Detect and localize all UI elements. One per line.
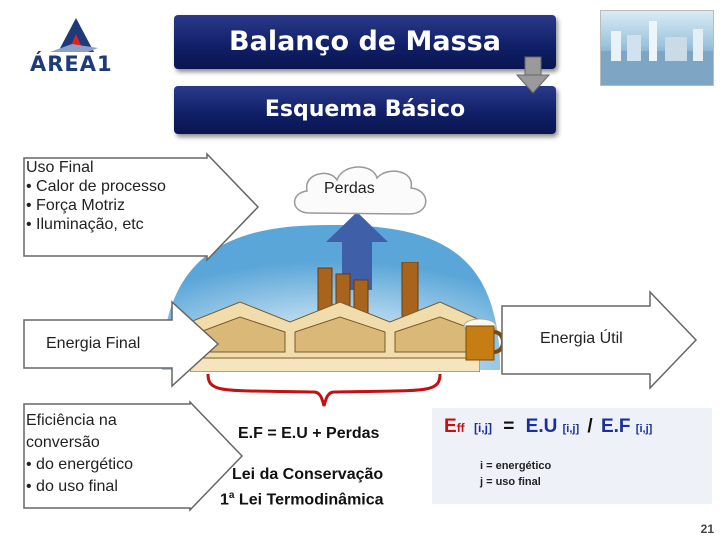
factory-photo — [600, 10, 714, 86]
efficiency-panel — [432, 408, 712, 504]
factory-icon — [190, 262, 480, 372]
logo-icon — [50, 18, 98, 52]
efficiency-note-i: i = energético — [480, 460, 552, 472]
down-arrow-icon — [515, 56, 551, 94]
eficiencia-line: Eficiência na — [26, 412, 117, 429]
energia-util-arrow — [501, 290, 698, 390]
uso-final-item: • Iluminação, etc — [26, 216, 144, 233]
logo-text: ÁREA1 — [30, 52, 113, 76]
uso-final-text: Uso Final • Calor de processo • Força Mo… — [26, 158, 166, 234]
uso-final-box — [23, 152, 260, 262]
uso-final-item: • Força Motriz — [26, 197, 125, 214]
energia-util-label: Energia Útil — [540, 330, 623, 347]
law-line-2: 1a Lei Termodinâmica — [220, 490, 384, 509]
slide-subtitle: Esquema Básico — [174, 86, 556, 134]
eficiencia-line: • do energético — [26, 456, 134, 473]
logo — [28, 14, 118, 80]
eficiencia-box — [23, 400, 244, 512]
uso-final-item: • Calor de processo — [26, 178, 166, 195]
eficiencia-text: Eficiência na conversão • do energético … — [26, 410, 133, 498]
losses-arrow-icon — [326, 212, 388, 290]
eficiencia-line: • do uso final — [26, 478, 118, 495]
law-line-1: Lei da Conservação — [232, 466, 384, 483]
brace — [206, 373, 442, 407]
eficiencia-line: conversão — [26, 434, 100, 451]
losses-label: Perdas — [324, 180, 375, 197]
mug-icon — [463, 318, 505, 361]
efficiency-formula: Eff [i,j] = E.U [i,j] / E.F [i,j] — [444, 416, 653, 437]
slide-title: Balanço de Massa — [174, 15, 556, 69]
uso-final-heading: Uso Final — [26, 159, 94, 176]
efficiency-note-j: j = uso final — [480, 476, 541, 488]
mass-balance-equation: E.F = E.U + Perdas — [238, 425, 380, 442]
cloud-icon — [293, 166, 427, 215]
energia-final-arrow — [23, 300, 220, 388]
page-number: 21 — [700, 522, 714, 536]
energia-final-label: Energia Final — [46, 335, 141, 352]
